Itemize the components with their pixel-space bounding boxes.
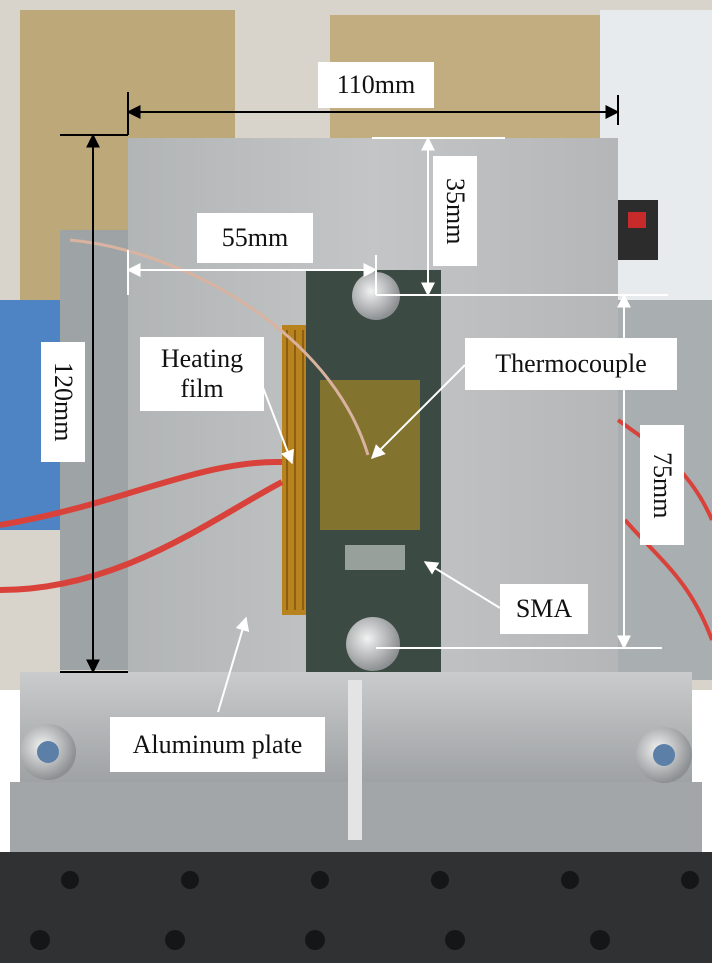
leader-sma [423, 561, 501, 609]
label-35mm: 35mm [433, 156, 477, 266]
leader-aluminum-plate [217, 616, 250, 713]
label-110mm: 110mm [318, 62, 434, 108]
sma-bolt-bottom [346, 617, 400, 671]
red-wire-lower [0, 479, 284, 593]
label-75mm: 75mm [640, 425, 684, 545]
label-120mm: 120mm [41, 342, 85, 462]
leader-thermocouple [371, 364, 466, 459]
indicator-box [618, 200, 658, 260]
bracket-divider [348, 680, 362, 840]
indicator-light [628, 212, 646, 228]
label-heating-film: Heating film [140, 337, 264, 411]
label-thermocouple: Thermocouple [465, 338, 677, 390]
leader-heating-film [261, 384, 295, 465]
label-aluminum-plate: Aluminum plate [110, 717, 325, 772]
red-wire-upper [0, 458, 283, 528]
kapton-tape [320, 380, 420, 530]
label-heating-film-line1: Heating [160, 344, 244, 373]
table-holes [30, 871, 699, 950]
label-sma: SMA [500, 584, 588, 634]
window-right [600, 10, 712, 330]
label-heating-film-line2: film [180, 374, 224, 403]
thermocouple-wire [69, 238, 370, 456]
label-55mm: 55mm [197, 213, 313, 263]
